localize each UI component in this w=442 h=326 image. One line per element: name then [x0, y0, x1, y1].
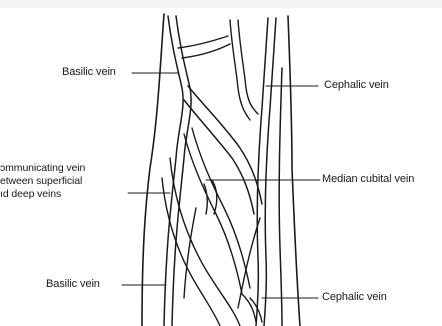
label-cephalic-vein-top: Cephalic vein: [324, 79, 389, 92]
label-basilic-vein-bottom: Basilic vein: [46, 278, 100, 291]
median-cubital-vein-shape: [184, 86, 262, 214]
label-cephalic-vein-bottom: Cephalic vein: [322, 291, 387, 304]
label-basilic-vein-top: Basilic vein: [62, 66, 116, 79]
label-median-cubital-vein: Median cubital vein: [322, 173, 414, 186]
label-communicating-vein: ɔmmunicating vein etween superficial ıd …: [0, 162, 85, 201]
basilic-vein-shape: [164, 16, 191, 326]
vein-diagram: Basilic vein Cephalic vein ɔmmunicating …: [0, 8, 442, 326]
cephalic-vein-shape: [256, 18, 282, 326]
